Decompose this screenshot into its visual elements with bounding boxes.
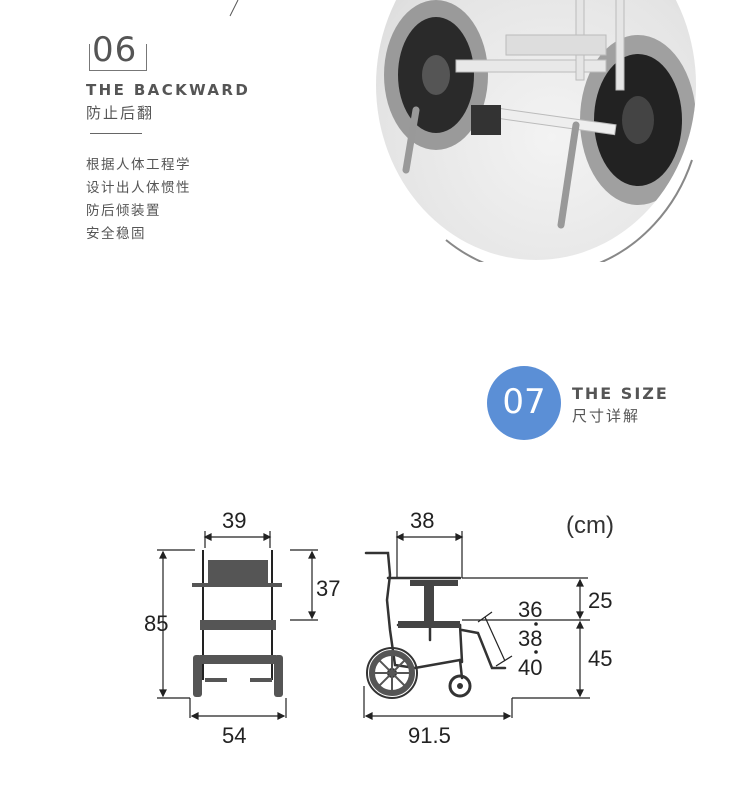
description-line: 设计出人体惯性 [86, 180, 191, 196]
seat-height-option: 36 [518, 597, 543, 622]
photo-arc-outline [445, 159, 693, 262]
description-line: 安全稳固 [86, 226, 146, 242]
front-total-height-label: 85 [144, 611, 169, 636]
section-title-en: THE SIZE [572, 384, 669, 403]
section-title-cn: 尺寸详解 [572, 407, 641, 425]
unit-label: (cm) [566, 512, 614, 539]
front-back-height-label: 37 [316, 576, 341, 601]
description-line: 防后倾装置 [86, 203, 161, 219]
front-seat-width-label: 39 [222, 508, 247, 533]
side-armrest-height-label: 25 [588, 588, 613, 613]
side-seat-height-label: 45 [588, 646, 613, 671]
section-number: 07 [502, 382, 546, 422]
front-total-width-label: 54 [222, 723, 247, 748]
description-line: 根据人体工程学 [86, 157, 191, 173]
section-number-underline [89, 44, 147, 71]
section-title-cn: 防止后翻 [86, 104, 155, 122]
side-total-length-label: 91.5 [408, 723, 451, 748]
divider [90, 133, 142, 134]
side-seat-depth-label: 38 [410, 508, 435, 533]
decorative-slash [229, 0, 239, 17]
section-title-en: THE BACKWARD [86, 81, 251, 99]
seat-height-option: 40 [518, 655, 543, 680]
section-number: 06 [92, 30, 138, 70]
seat-height-option: 38 [518, 626, 543, 651]
section-number-badge [487, 366, 561, 440]
